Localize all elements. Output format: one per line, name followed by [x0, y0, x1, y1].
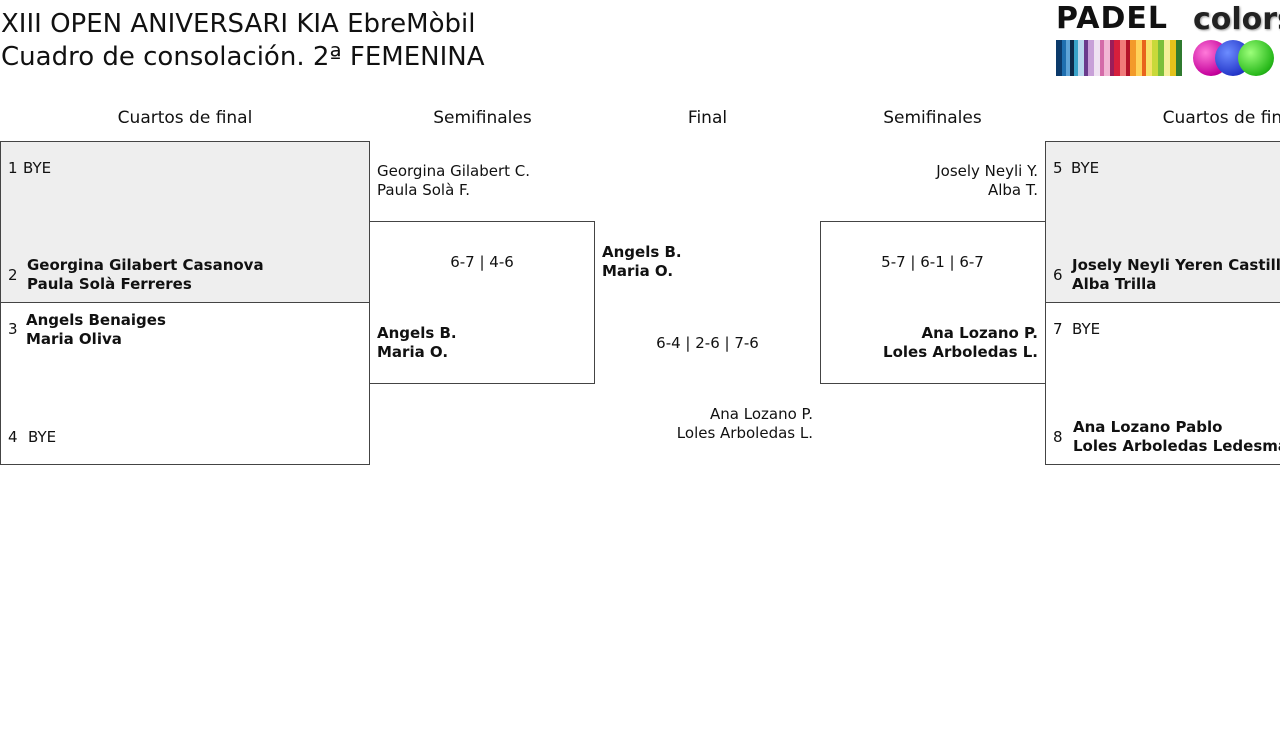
- semifinal-left-top-player-1: Georgina Gilabert C.: [377, 162, 531, 180]
- semifinal-right-top-player-1: Josely Neyli Y.: [936, 162, 1038, 180]
- team-player-1: Josely Neyli Yeren Castilla: [1072, 256, 1280, 274]
- team-name-bye: BYE: [23, 159, 52, 177]
- final-bottom-player-1: Ana Lozano P.: [710, 405, 813, 423]
- round-header-final: Final: [687, 108, 728, 128]
- round-header-left-semifinals: Semifinales: [433, 108, 532, 128]
- seed-number: 7: [1053, 320, 1063, 338]
- quarterfinal-match-3: [1045, 141, 1280, 303]
- logo-stripes: [1056, 40, 1182, 76]
- team-player-1: Ana Lozano Pablo: [1073, 418, 1223, 436]
- team-player-1: Angels Benaiges: [26, 311, 166, 329]
- logo-word-colors: colors: [1193, 2, 1280, 37]
- semifinal-right-top-player-2: Alba T.: [987, 181, 1038, 199]
- team-name-bye: BYE: [1071, 159, 1100, 177]
- page-subtitle: Cuadro de consolación. 2ª FEMENINA: [1, 42, 485, 72]
- team-player-2: Paula Solà Ferreres: [27, 275, 192, 293]
- page-title: XIII OPEN ANIVERSARI KIA EbreMòbil: [1, 9, 476, 39]
- seed-number: 4: [8, 428, 18, 446]
- team-name-bye: BYE: [28, 428, 57, 446]
- team-player-2: Alba Trilla: [1072, 275, 1157, 293]
- quarterfinal-match-1: [0, 141, 370, 303]
- round-header-right-semifinals: Semifinales: [883, 108, 982, 128]
- round-header-right-quarterfinals: Cuartos de final: [1162, 108, 1280, 128]
- semifinal-right-bottom-player-1: Ana Lozano P.: [921, 324, 1039, 342]
- final-score: 6-4 | 2-6 | 7-6: [656, 334, 759, 352]
- final-bottom-player-2: Loles Arboledas L.: [676, 424, 813, 442]
- final-top-player-2: Maria O.: [602, 262, 674, 280]
- seed-number: 6: [1053, 266, 1063, 284]
- team-player-2: Loles Arboledas Ledesma: [1073, 437, 1280, 455]
- semifinal-left-bottom-player-1: Angels B.: [377, 324, 457, 342]
- padel-colors-logo: PADEL colors: [1054, 1, 1280, 80]
- round-header-left-quarterfinals: Cuartos de final: [117, 108, 253, 128]
- team-name-bye: BYE: [1072, 320, 1101, 338]
- seed-number: 1: [8, 159, 18, 177]
- semifinal-left-score: 6-7 | 4-6: [450, 253, 514, 271]
- semifinal-left-top-player-2: Paula Solà F.: [377, 181, 471, 199]
- seed-number: 5: [1053, 159, 1063, 177]
- quarterfinal-match-4: [1045, 302, 1280, 465]
- team-player-2: Maria Oliva: [26, 330, 122, 348]
- semifinal-left-bracket: [369, 221, 595, 384]
- seed-number: 8: [1053, 428, 1063, 446]
- final-top-player-1: Angels B.: [602, 243, 682, 261]
- green-ball-icon: [1238, 40, 1274, 76]
- seed-number: 2: [8, 266, 18, 284]
- team-player-1: Georgina Gilabert Casanova: [27, 256, 264, 274]
- semifinal-right-bottom-player-2: Loles Arboledas L.: [883, 343, 1038, 361]
- semifinal-left-bottom-player-2: Maria O.: [377, 343, 449, 361]
- seed-number: 3: [8, 320, 18, 338]
- logo-word-padel: PADEL: [1056, 1, 1168, 36]
- semifinal-right-score: 5-7 | 6-1 | 6-7: [881, 253, 984, 271]
